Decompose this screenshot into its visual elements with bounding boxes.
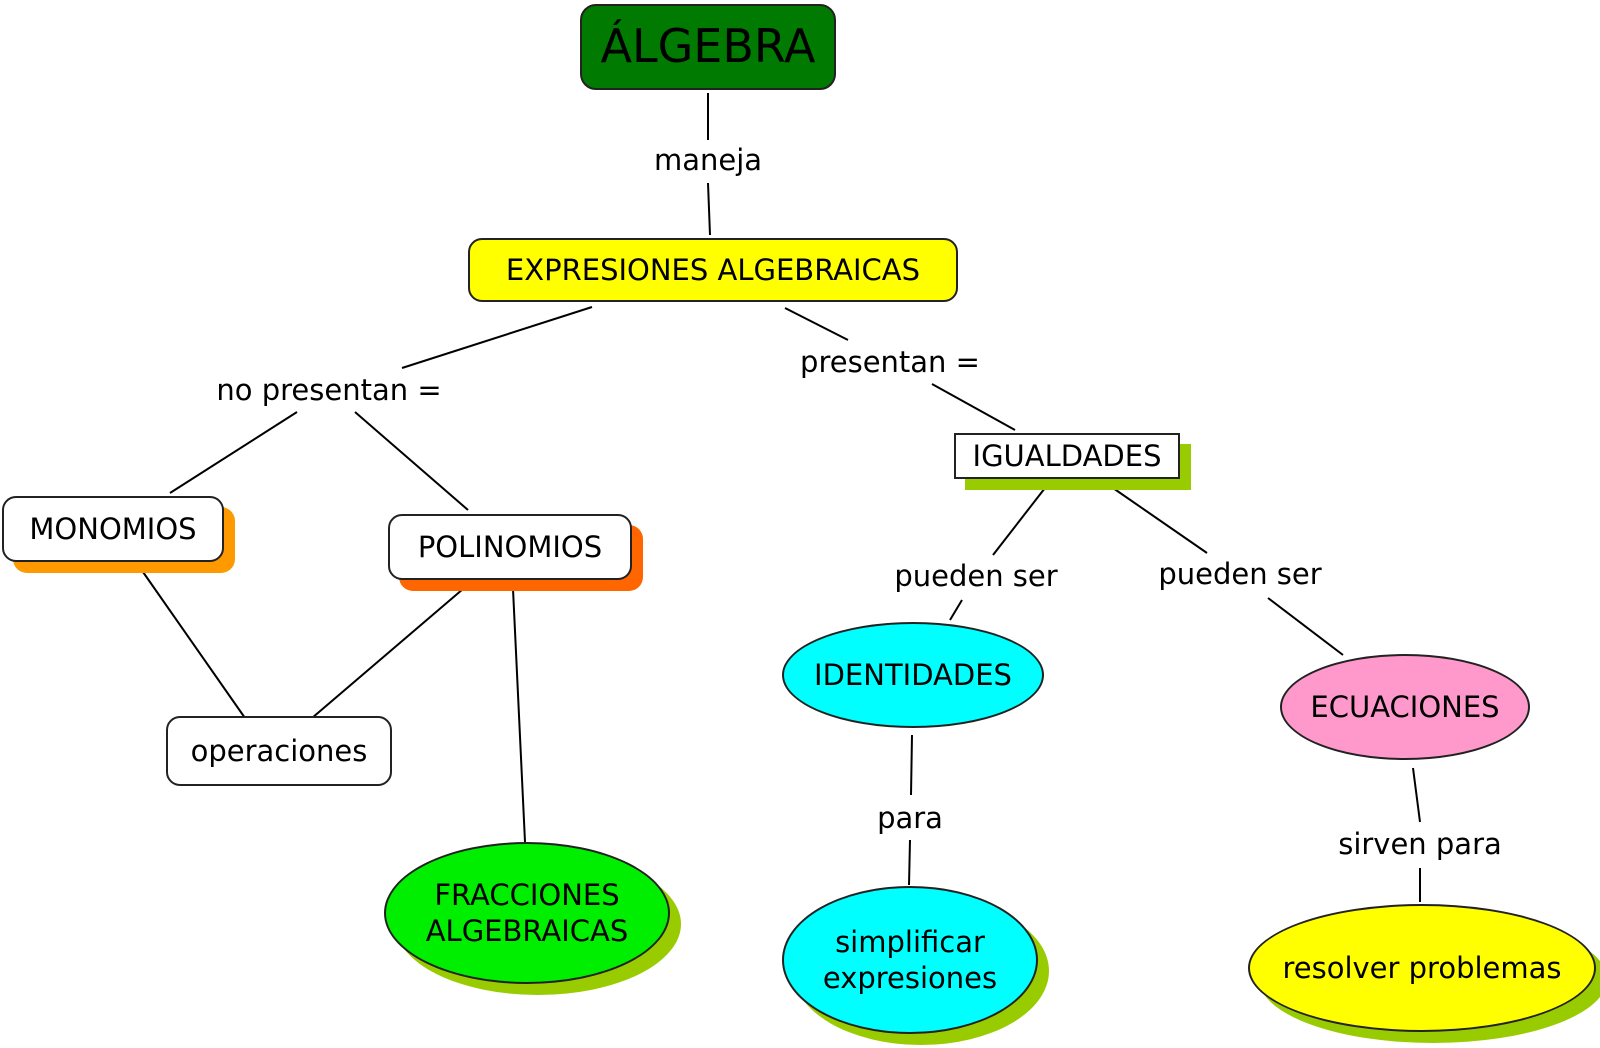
concept-polinomios[interactable]: POLINOMIOS [388, 514, 632, 580]
concept-igualdades[interactable]: IGUALDADES [954, 433, 1180, 479]
connector-polinomios-operaciones [311, 588, 464, 719]
connector-presentan-igualdades [931, 383, 1016, 431]
concept-expresiones-algebraicas[interactable]: EXPRESIONES ALGEBRAICAS [468, 238, 958, 302]
concept-operaciones[interactable]: operaciones [166, 716, 392, 786]
concept-algebra[interactable]: ÁLGEBRA [580, 4, 836, 90]
link-pueden-ser-2: pueden ser [1154, 557, 1326, 591]
connector-polinomios-fracciones [512, 588, 526, 843]
connector-expresiones-no-presentan [401, 306, 593, 369]
link-pueden-ser-1: pueden ser [890, 559, 1062, 593]
concept-simplificar-expresiones[interactable]: simplificar expresiones [782, 886, 1038, 1034]
link-sirven-para: sirven para [1334, 827, 1506, 861]
concept-fracciones-algebraicas[interactable]: FRACCIONES ALGEBRAICAS [384, 842, 670, 984]
connector-pueden-ser-ecuaciones [1267, 597, 1344, 656]
connector-maneja-expresiones [707, 182, 711, 236]
connector-pueden-ser-identidades [949, 599, 963, 621]
concept-identidades[interactable]: IDENTIDADES [782, 622, 1044, 728]
concept-ecuaciones[interactable]: ECUACIONES [1280, 654, 1530, 760]
link-para: para [873, 801, 947, 835]
connector-monomios-operaciones [142, 571, 246, 719]
concept-resolver-problemas[interactable]: resolver problemas [1248, 904, 1596, 1032]
connector-no-presentan-polinomios [354, 411, 469, 511]
connector-identidades-para [910, 734, 913, 796]
connector-para-simplificar [908, 839, 911, 886]
concept-monomios[interactable]: MONOMIOS [2, 496, 224, 562]
link-maneja: maneja [649, 143, 767, 177]
connector-ecuaciones-sirven-para [1412, 767, 1421, 823]
connector-igualdades-pueden-ser-1 [992, 487, 1046, 556]
link-presentan: presentan = [796, 345, 984, 379]
connector-no-presentan-monomios [169, 411, 298, 494]
connector-igualdades-pueden-ser-2 [1112, 487, 1208, 554]
connector-expresiones-presentan [784, 307, 849, 341]
link-no-presentan: no presentan = [212, 373, 446, 407]
